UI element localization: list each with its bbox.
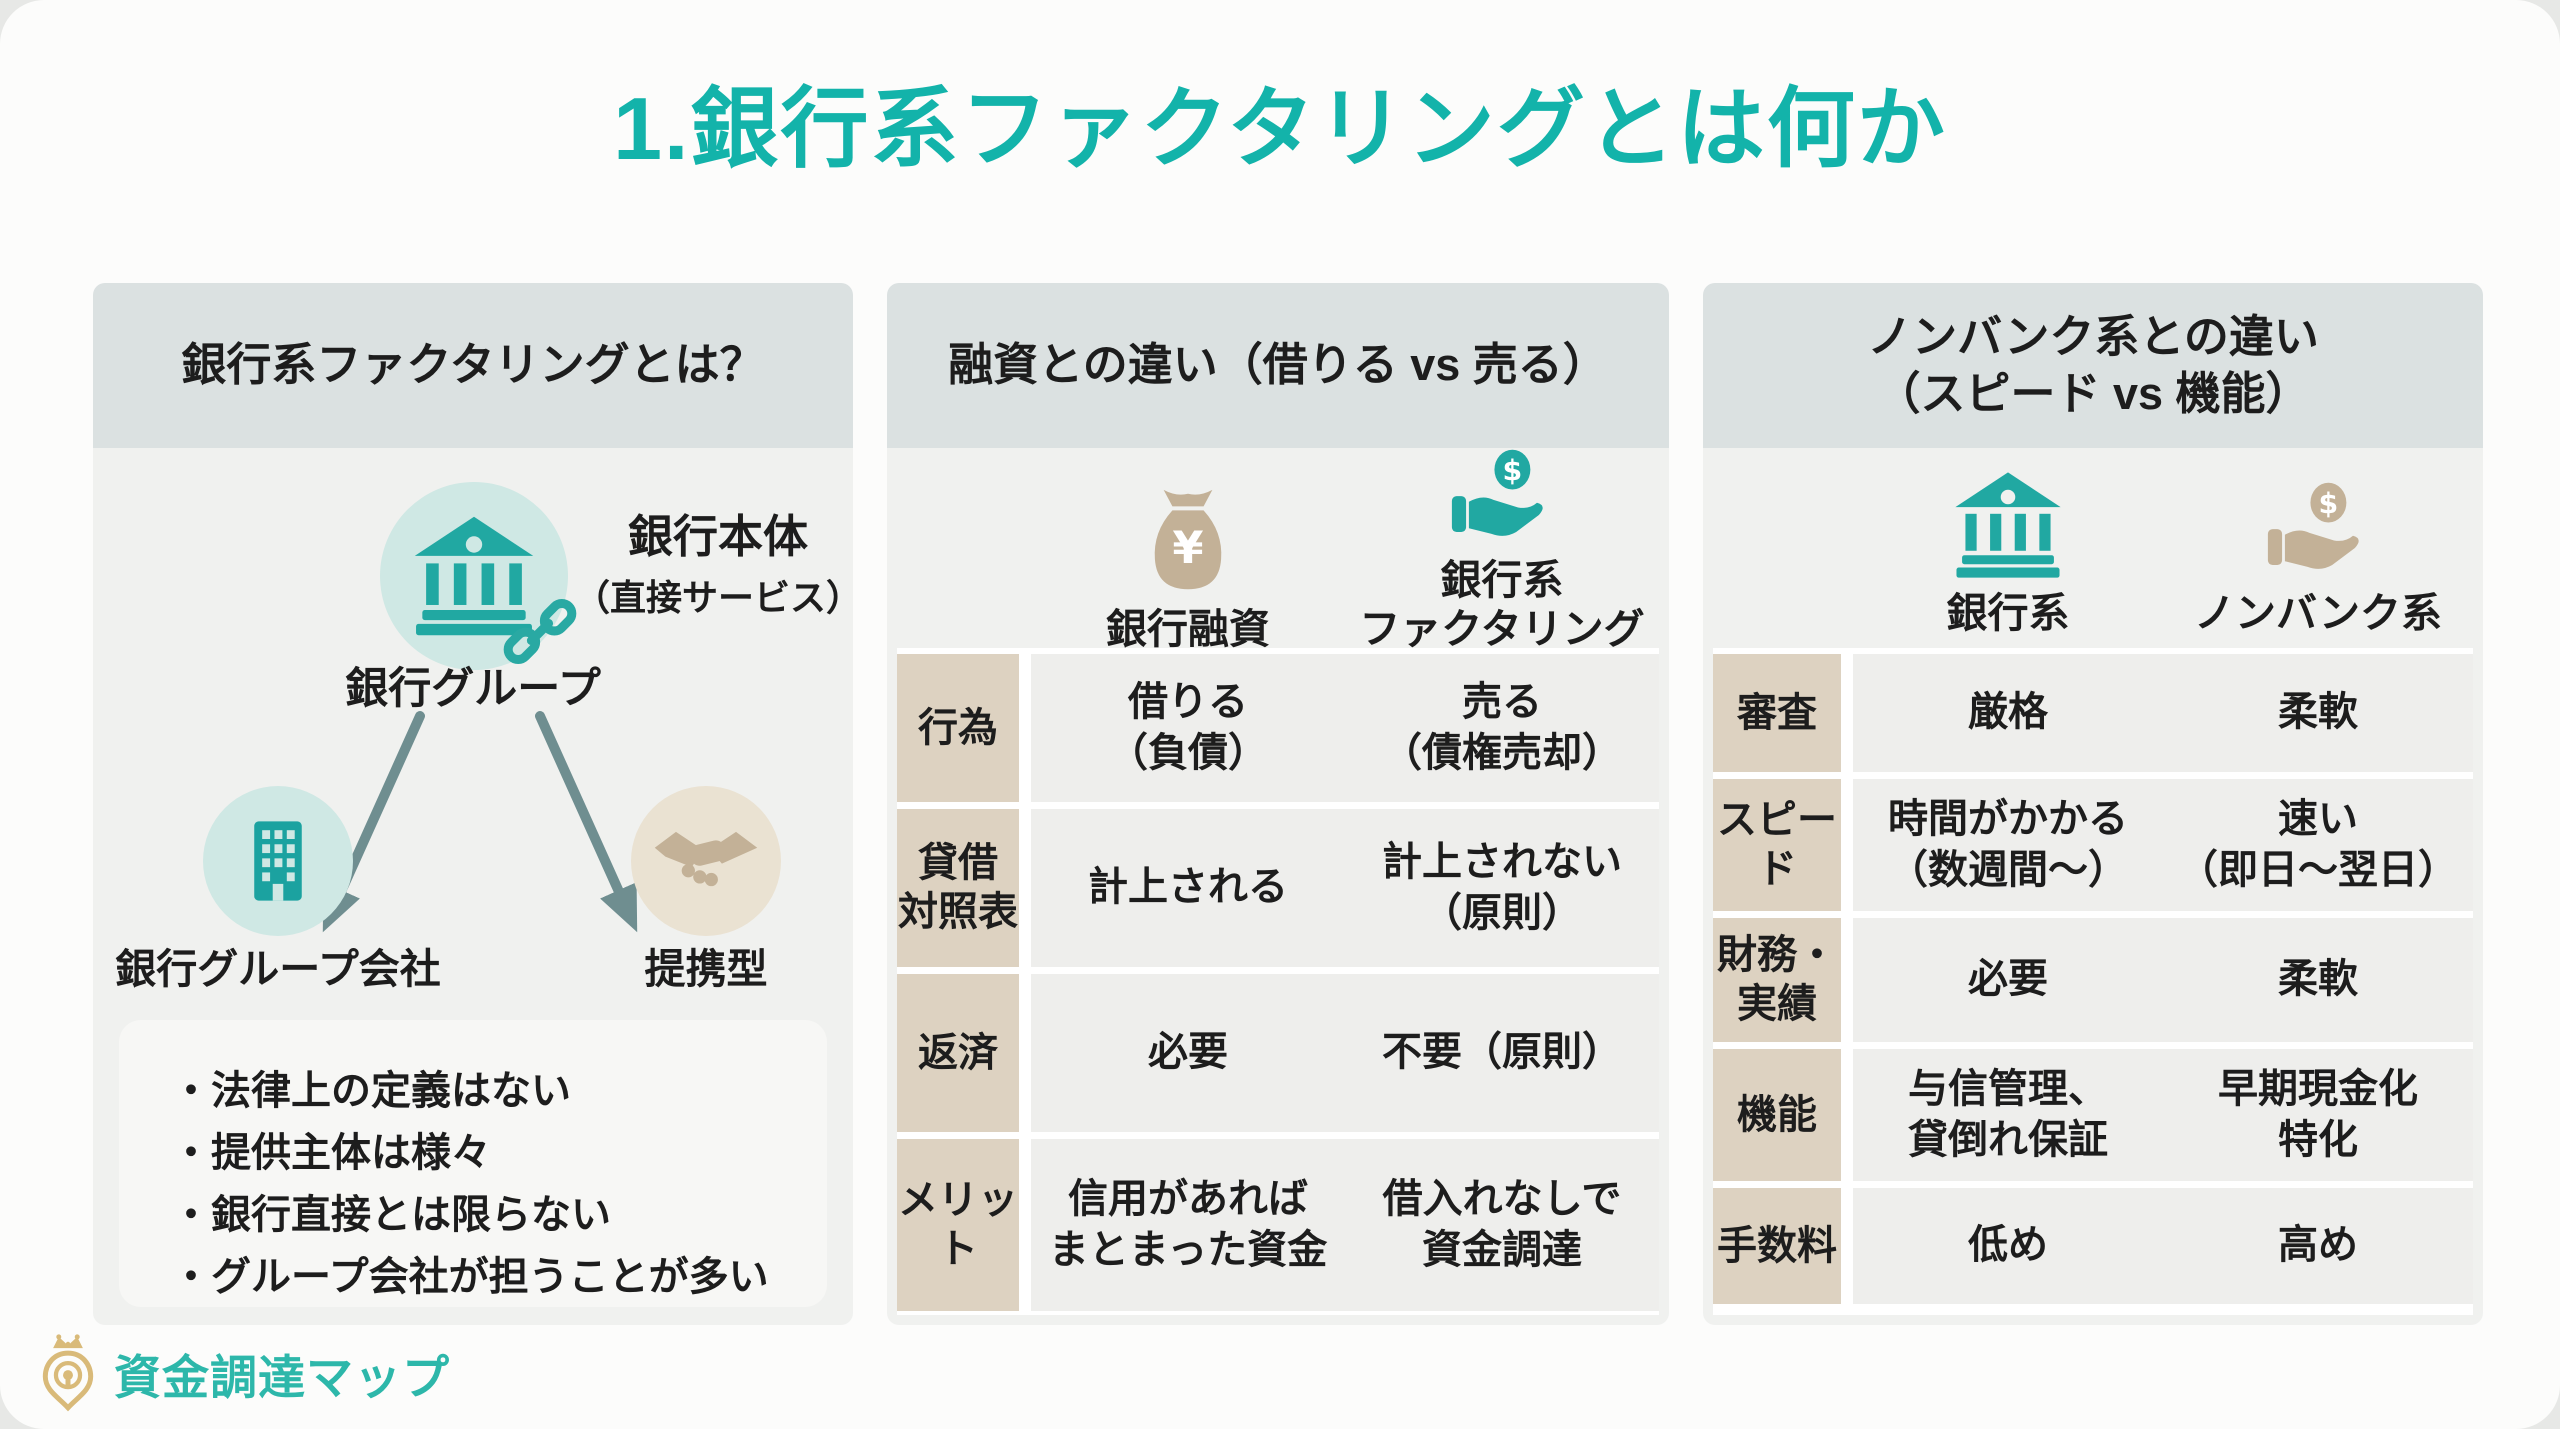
table-cell: 必要 bbox=[1031, 974, 1345, 1132]
bank-group-label: 銀行グループ bbox=[345, 665, 601, 713]
table-cell: 早期現金化 特化 bbox=[2163, 1049, 2473, 1181]
table-cell: 柔軟 bbox=[2163, 918, 2473, 1042]
bullet-item: ・法律上の定義はない bbox=[171, 1069, 571, 1113]
link-icon bbox=[503, 599, 577, 665]
table-cell: 売る （債権売却） bbox=[1345, 654, 1659, 802]
table-row-label: 財務・ 実績 bbox=[1713, 918, 1841, 1042]
subsidiary-circle bbox=[203, 786, 353, 936]
panel-vs-loan-header: 融資との違い（借りる vs 売る） bbox=[887, 283, 1669, 448]
bullet-item: ・銀行直接とは限らない bbox=[171, 1193, 611, 1237]
table-row-label: 機能 bbox=[1713, 1049, 1841, 1181]
site-logo[interactable]: 資金調達マップ bbox=[36, 1334, 450, 1412]
arrow-right-icon bbox=[535, 711, 638, 933]
table-row-label: スピード bbox=[1713, 779, 1841, 911]
table-cell: 信用があれば まとまった資金 bbox=[1031, 1139, 1345, 1311]
table-cell: 必要 bbox=[1853, 918, 2163, 1042]
office-building-icon bbox=[254, 821, 302, 901]
nonbank-comparison-table: 審査 厳格 柔軟 スピード 時間がかかる （数週間～） 速い （即日～翌日） 財… bbox=[1713, 648, 2473, 1315]
panel-vs-nonbank-body: 銀行系 $ ノンバンク系 bbox=[1703, 448, 2483, 1325]
factoring-column-label: 銀行系 ファクタリング bbox=[1359, 557, 1645, 653]
nonbank-column-label: ノンバンク系 bbox=[2193, 589, 2443, 636]
bank-group-circle bbox=[380, 482, 577, 670]
table-row-label: メリット bbox=[897, 1139, 1019, 1311]
bank-column: 銀行系 bbox=[1853, 469, 2163, 648]
table-row-label: 行為 bbox=[897, 654, 1019, 802]
table-row-label: 貸借 対照表 bbox=[897, 809, 1019, 967]
panel-vs-nonbank-header: ノンバンク系との違い （スピード vs 機能） bbox=[1703, 283, 2483, 448]
loan-column-headers: ¥ 銀行融資 $ 銀行系 ファクタリング bbox=[897, 448, 1659, 652]
table-cell: 借りる （負債） bbox=[1031, 654, 1345, 802]
hand-coin-icon: $ bbox=[1451, 449, 1543, 536]
table-cell: 時間がかかる （数週間～） bbox=[1853, 779, 2163, 911]
handshake-icon bbox=[654, 831, 758, 887]
page-title: 1.銀行系ファクタリングとは何か bbox=[613, 79, 1947, 178]
map-pin-crown-icon bbox=[42, 1334, 94, 1412]
loan-column-label: 銀行融資 bbox=[1106, 606, 1270, 653]
nonbank-column-headers: 銀行系 $ ノンバンク系 bbox=[1713, 448, 2473, 648]
table-cell: 与信管理、 貸倒れ保証 bbox=[1853, 1049, 2163, 1181]
table-cell: 高め bbox=[2163, 1188, 2473, 1304]
panel-definition-header: 銀行系ファクタリングとは？ bbox=[93, 283, 853, 448]
dollar-symbol: $ bbox=[2319, 487, 2339, 520]
table-row-label: 手数料 bbox=[1713, 1188, 1841, 1304]
panel-vs-loan-body: ¥ 銀行融資 $ 銀行系 ファクタリング bbox=[887, 448, 1669, 1325]
dollar-symbol: $ bbox=[1503, 454, 1523, 487]
table-cell: 計上される bbox=[1031, 809, 1345, 967]
bullet-item: ・グループ会社が担うことが多い bbox=[171, 1255, 769, 1299]
money-bag-icon: ¥ bbox=[1154, 490, 1222, 590]
partnership-label: 提携型 bbox=[644, 946, 768, 992]
partnership-circle bbox=[631, 786, 781, 936]
table-row-label: 返済 bbox=[897, 974, 1019, 1132]
definition-bullets: ・法律上の定義はない ・提供主体は様々 ・銀行直接とは限らない ・グループ会社が… bbox=[119, 1020, 827, 1307]
table-cell: 低め bbox=[1853, 1188, 2163, 1304]
panels-row: 銀行系ファクタリングとは？ bbox=[93, 283, 2483, 1325]
loan-comparison-table: 行為 借りる （負債） 売る （債権売却） 貸借 対照表 計上される 計上されな… bbox=[897, 648, 1659, 1315]
bank-main-label: 銀行本体 bbox=[627, 511, 808, 562]
panel-vs-loan: 融資との違い（借りる vs 売る） ¥ 銀行融資 bbox=[887, 283, 1669, 1325]
table-cell: 計上されない （原則） bbox=[1345, 809, 1659, 967]
yen-symbol: ¥ bbox=[1172, 521, 1203, 574]
table-cell: 借入れなしで 資金調達 bbox=[1345, 1139, 1659, 1311]
bullet-item: ・提供主体は様々 bbox=[171, 1131, 491, 1175]
bank-icon bbox=[1955, 472, 2061, 578]
loan-column: ¥ 銀行融資 bbox=[1031, 485, 1345, 664]
subsidiary-label: 銀行グループ会社 bbox=[115, 946, 441, 992]
bank-icon bbox=[414, 516, 534, 636]
table-row-label: 審査 bbox=[1713, 654, 1841, 772]
panel-vs-nonbank: ノンバンク系との違い （スピード vs 機能） bbox=[1703, 283, 2483, 1325]
nonbank-column: $ ノンバンク系 bbox=[2163, 481, 2473, 648]
factoring-column: $ 銀行系 ファクタリング bbox=[1345, 448, 1659, 664]
bank-main-label-block: 銀行本体 （直接サービス） bbox=[543, 500, 853, 621]
table-cell: 柔軟 bbox=[2163, 654, 2473, 772]
panel-definition: 銀行系ファクタリングとは？ bbox=[93, 283, 853, 1325]
hand-coin-icon: $ bbox=[2267, 482, 2359, 569]
table-cell: 速い （即日～翌日） bbox=[2163, 779, 2473, 911]
bank-column-label: 銀行系 bbox=[1946, 589, 2070, 636]
panel-definition-body: 銀行本体 （直接サービス） 銀行グループ bbox=[93, 448, 853, 1325]
table-cell: 不要（原則） bbox=[1345, 974, 1659, 1132]
table-cell: 厳格 bbox=[1853, 654, 2163, 772]
site-logo-text: 資金調達マップ bbox=[114, 1350, 450, 1404]
bank-main-sublabel: （直接サービス） bbox=[573, 577, 853, 618]
